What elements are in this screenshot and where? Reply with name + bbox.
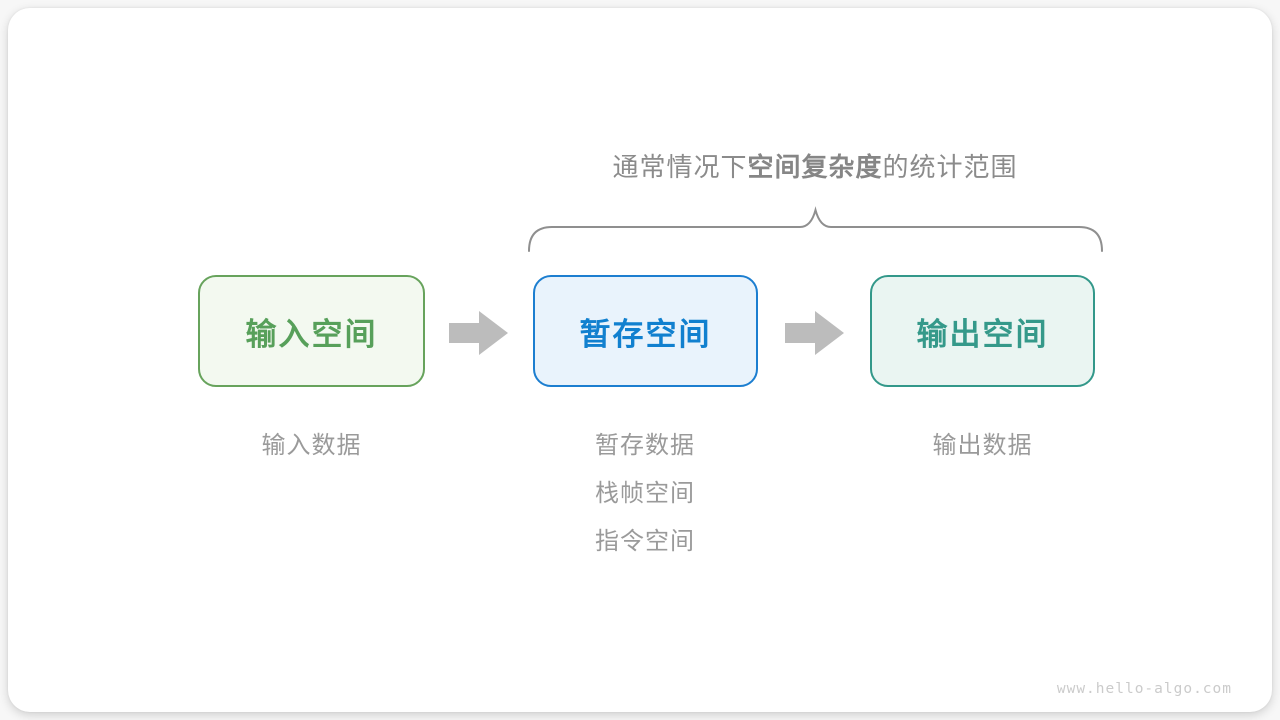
note-temporary-data: 暂存数据 栈帧空间 指令空间 [595, 433, 695, 577]
scope-title: 通常情况下空间复杂度的统计范围 [489, 151, 1141, 183]
content-card: 通常情况下空间复杂度的统计范围 输入空间 暂存空间 输出空间 输入数据 暂存数据… [8, 8, 1272, 712]
note-input-data: 输入数据 [198, 433, 425, 458]
arrow-right-icon [785, 311, 844, 355]
arrow-right-icon [449, 311, 508, 355]
watermark: www.hello-algo.com [1056, 681, 1232, 697]
box-temporary-space: 暂存空间 [533, 275, 758, 387]
note-line: 输入数据 [261, 432, 362, 459]
note-line: 暂存数据 [595, 432, 695, 459]
scope-title-prefix: 通常情况下 [612, 152, 748, 182]
box-input-space-label: 输入空间 [245, 316, 378, 352]
box-temporary-space-label: 暂存空间 [579, 316, 712, 352]
scope-title-suffix: 的统计范围 [882, 152, 1018, 182]
note-line: 栈帧空间 [595, 480, 695, 507]
note-line: 指令空间 [595, 528, 695, 555]
box-output-space: 输出空间 [870, 275, 1095, 387]
box-input-space: 输入空间 [198, 275, 425, 387]
scope-title-bold: 空间复杂度 [747, 152, 883, 182]
box-output-space-label: 输出空间 [916, 316, 1049, 352]
note-output-data: 输出数据 [870, 433, 1095, 458]
curly-brace [528, 206, 1103, 252]
note-line: 输出数据 [932, 432, 1033, 459]
